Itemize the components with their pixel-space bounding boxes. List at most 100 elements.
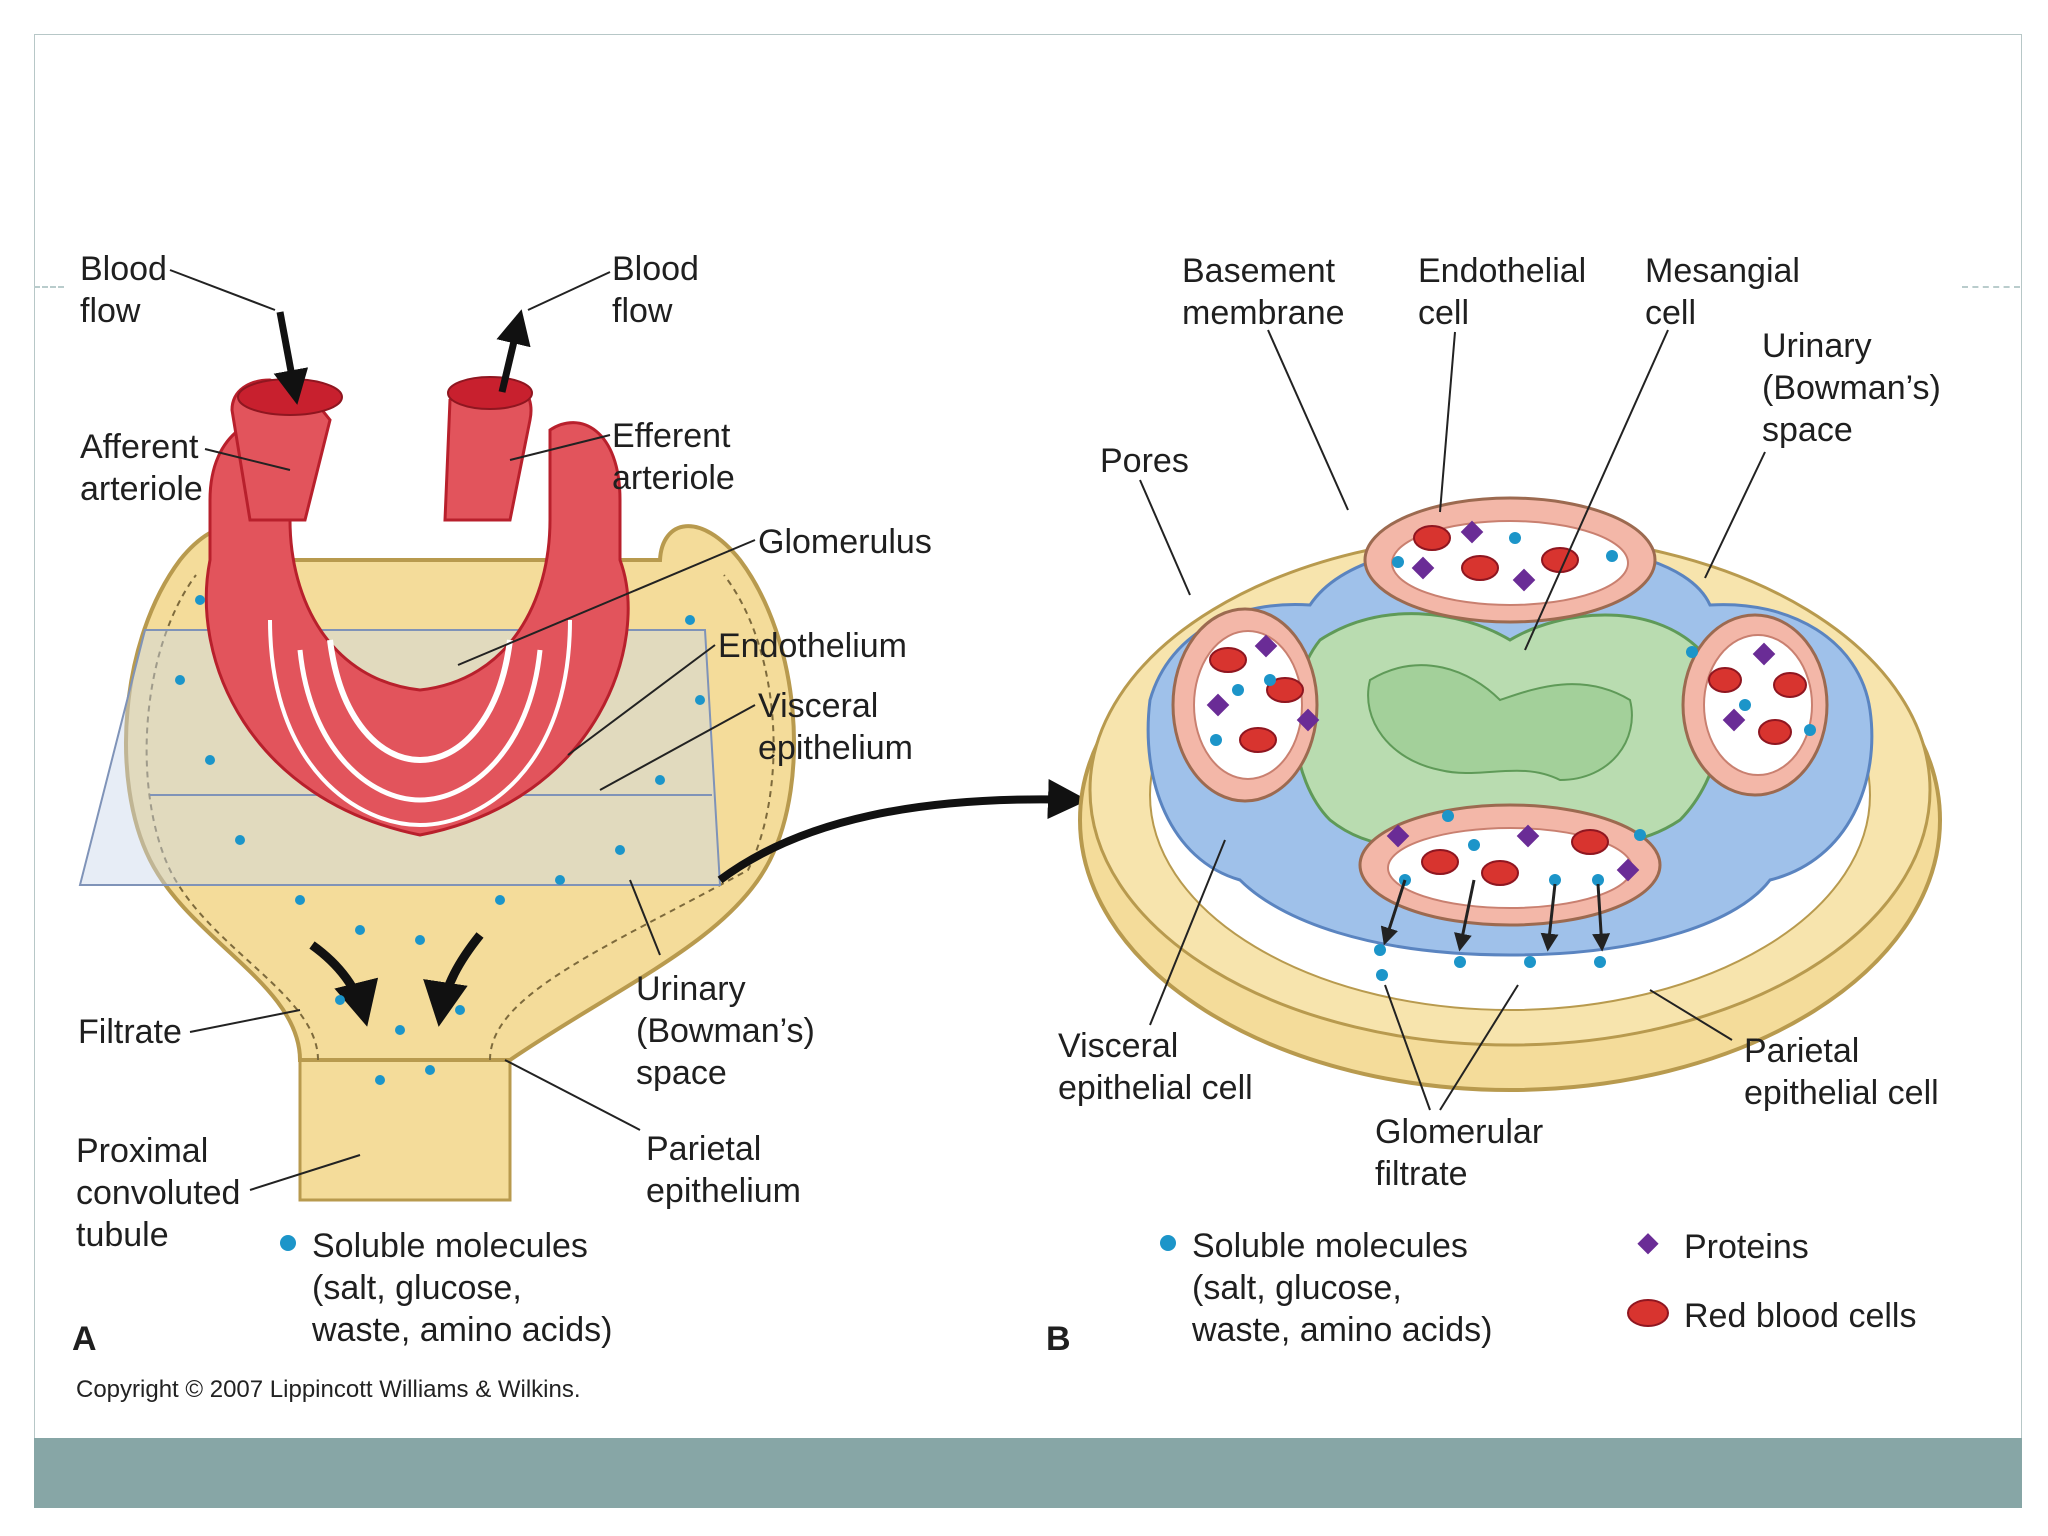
- label-blood-flow-in: Blood flow: [80, 250, 167, 330]
- proximal-tubule: [298, 1038, 512, 1202]
- label-urinary-space-b-line-3: space: [1762, 411, 1853, 449]
- label-pores-line-1: Pores: [1100, 442, 1189, 480]
- label-basement-membrane-line-1: Basement: [1182, 252, 1336, 290]
- label-blood-flow-out: Blood flow: [612, 250, 699, 330]
- label-parietal-epithelial-cell-line-1: Parietal: [1744, 1032, 1859, 1070]
- capillary-top: [1363, 496, 1657, 624]
- filtrate-arrow-right: [423, 932, 484, 1027]
- label-blood-flow-in-line-1: Blood: [80, 250, 167, 288]
- filtrate-arrows: [1380, 879, 1611, 952]
- label-urinary-space-b-line-2: (Bowman’s): [1762, 369, 1941, 407]
- blood-in-arrow: [273, 311, 309, 405]
- label-glomerulus: Glomerulus: [758, 523, 932, 561]
- legend-rbc-swatch: [1627, 1299, 1669, 1327]
- legend-b-soluble-line-2: (salt, glucose,: [1192, 1269, 1402, 1307]
- label-urinary-space-a-line-1: Urinary: [636, 970, 746, 1008]
- legend-red-blood-cells: Red blood cells: [1684, 1297, 1916, 1335]
- label-urinary-space-a: Urinary (Bowman’s) space: [636, 970, 815, 1092]
- label-glomerular-filtrate-line-1: Glomerular: [1375, 1113, 1543, 1151]
- legend-b-soluble-line-1: Soluble molecules: [1192, 1227, 1468, 1265]
- label-urinary-space-a-line-2: (Bowman’s): [636, 1012, 815, 1050]
- label-glomerular-filtrate-line-2: filtrate: [1375, 1155, 1468, 1193]
- section-to-panel-b-arrow: [717, 779, 1088, 884]
- capillary-loop-2: [297, 649, 543, 803]
- legend-a-soluble-line-3: waste, amino acids): [311, 1311, 612, 1349]
- label-endothelium: Endothelium: [718, 627, 907, 665]
- label-pores: Pores: [1100, 442, 1189, 480]
- label-afferent-arteriole-line-2: arteriole: [80, 470, 203, 508]
- label-mesangial-cell-line-2: cell: [1645, 294, 1696, 332]
- legend-protein-swatch: [1637, 1233, 1659, 1255]
- blood-out-arrow: [496, 309, 531, 393]
- label-blood-flow-out-line-2: flow: [612, 292, 673, 330]
- panel-a-soluble-dots: [175, 595, 705, 1085]
- legend-a-soluble-swatch: [280, 1235, 296, 1251]
- legend-a-soluble-line-1: Soluble molecules: [312, 1227, 588, 1265]
- label-proximal-tubule-line-2: convoluted: [76, 1174, 240, 1212]
- label-visceral-epithelium-line-2: epithelium: [758, 729, 913, 767]
- legend-a-soluble: Soluble molecules (salt, glucose, waste, a…: [311, 1227, 612, 1349]
- panel-a-letter: A: [72, 1320, 97, 1358]
- label-efferent-arteriole: Efferent arteriole: [612, 417, 735, 497]
- label-basement-membrane: Basement membrane: [1182, 252, 1345, 332]
- label-parietal-epithelium: Parietal epithelium: [646, 1130, 801, 1210]
- label-efferent-arteriole-line-2: arteriole: [612, 459, 735, 497]
- label-endothelial-cell: Endothelial cell: [1418, 252, 1586, 332]
- label-glomerulus-line-1: Glomerulus: [758, 523, 932, 561]
- footer-bar: [34, 1438, 2022, 1508]
- label-parietal-epithelium-line-1: Parietal: [646, 1130, 761, 1168]
- panel-b-proteins: [1206, 520, 1776, 882]
- panel-b-soluble-dots: [1210, 532, 1816, 981]
- capillary-loop-1: [327, 639, 513, 764]
- decor-dash-right: [1962, 286, 2020, 288]
- panel-b-rbcs: [1209, 525, 1807, 886]
- label-filtrate-line-1: Filtrate: [78, 1013, 182, 1051]
- label-endothelial-cell-line-1: Endothelial: [1418, 252, 1586, 290]
- copyright-notice: Copyright © 2007 Lippincott Williams & W…: [76, 1376, 581, 1403]
- legend-b-soluble-swatch: [1160, 1235, 1176, 1251]
- legend-b-soluble: Soluble molecules (salt, glucose, waste, a…: [1191, 1227, 1492, 1349]
- legend-b-soluble-line-3: waste, amino acids): [1191, 1311, 1492, 1349]
- label-visceral-epithelial-cell: Visceral epithelial cell: [1058, 1027, 1253, 1107]
- legend-proteins: Proteins: [1684, 1228, 1809, 1266]
- label-blood-flow-in-line-2: flow: [80, 292, 141, 330]
- label-mesangial-cell-line-1: Mesangial: [1645, 252, 1800, 290]
- panel-b-diagram: [1078, 496, 1942, 1092]
- panel-a-diagram: [78, 309, 796, 1202]
- filtrate-arrow-left: [309, 941, 379, 1027]
- panel-b-letter: B: [1046, 1320, 1071, 1358]
- label-afferent-arteriole-line-1: Afferent: [80, 428, 199, 466]
- label-parietal-epithelial-cell-line-2: epithelial cell: [1744, 1074, 1939, 1112]
- label-proximal-tubule-line-1: Proximal: [76, 1132, 208, 1170]
- label-parietal-epithelial-cell: Parietal epithelial cell: [1744, 1032, 1939, 1112]
- label-mesangial-cell: Mesangial cell: [1645, 252, 1800, 332]
- label-filtrate: Filtrate: [78, 1013, 182, 1051]
- label-urinary-space-a-line-3: space: [636, 1054, 727, 1092]
- label-basement-membrane-line-2: membrane: [1182, 294, 1345, 332]
- decor-dash-left: [34, 286, 64, 288]
- label-parietal-epithelium-line-2: epithelium: [646, 1172, 801, 1210]
- capillary-loop-3: [268, 619, 572, 828]
- parietal-lining: [145, 574, 775, 1061]
- label-visceral-epithelial-cell-line-2: epithelial cell: [1058, 1069, 1253, 1107]
- capillary-right: [1681, 613, 1829, 797]
- label-urinary-space-b: Urinary (Bowman’s) space: [1762, 327, 1941, 449]
- efferent-opening: [447, 376, 533, 410]
- label-visceral-epithelial-cell-line-1: Visceral: [1058, 1027, 1178, 1065]
- capillary-left: [1171, 607, 1319, 803]
- label-efferent-arteriole-line-1: Efferent: [612, 417, 731, 455]
- label-urinary-space-b-line-1: Urinary: [1762, 327, 1872, 365]
- label-endothelial-cell-line-2: cell: [1418, 294, 1469, 332]
- label-endothelium-line-1: Endothelium: [718, 627, 907, 665]
- panel-a-leaders: [169, 269, 756, 1191]
- legend-a-soluble-line-2: (salt, glucose,: [312, 1269, 522, 1307]
- panel-b-leaders: [1139, 329, 1766, 1111]
- label-glomerular-filtrate: Glomerular filtrate: [1375, 1113, 1543, 1193]
- label-blood-flow-out-line-1: Blood: [612, 250, 699, 288]
- glomerulus-tuft: [204, 416, 630, 837]
- mesangial-cell: [1367, 664, 1633, 782]
- label-afferent-arteriole: Afferent arteriole: [80, 428, 203, 508]
